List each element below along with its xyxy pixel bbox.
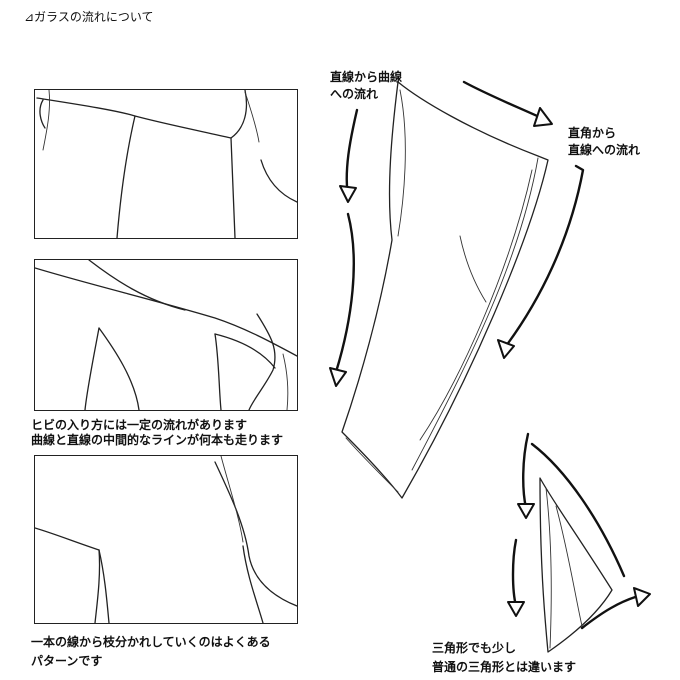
triangle-label-line-1: 三角形でも少し bbox=[432, 641, 517, 655]
branching-note-line-2: パターンです bbox=[31, 654, 103, 668]
flow-arrow-top-right bbox=[462, 80, 548, 122]
page-title: ⊿ガラスの流れについて bbox=[24, 10, 154, 24]
crack-entry-note-line-2: 曲線と直線の中間的なラインが何本も走ります bbox=[31, 433, 284, 447]
flow-arrow-triangle-right bbox=[530, 442, 626, 578]
flow-arrow-left-top bbox=[345, 108, 359, 200]
example-panel-1 bbox=[34, 89, 298, 239]
straight-to-curve-label-line-2: への流れ bbox=[330, 87, 379, 101]
example-panel-2 bbox=[34, 259, 298, 411]
straight-to-curve-label-line-1: 直線から曲線 bbox=[330, 70, 403, 84]
right-angle-label-line-2: 直線への流れ bbox=[568, 143, 641, 157]
flow-arrow-left-bottom bbox=[334, 212, 355, 374]
branching-note-line-1: 一本の線から枝分かれしていくのはよくある bbox=[31, 635, 271, 649]
triangle-label-line-2: 普通の三角形とは違います bbox=[432, 660, 577, 674]
crack-entry-note-line-1: ヒビの入り方には一定の流れがあります bbox=[31, 418, 248, 432]
example-panel-3 bbox=[34, 455, 298, 624]
flow-arrow-right bbox=[504, 164, 585, 348]
flow-arrow-triangle-bottom bbox=[511, 538, 518, 608]
flow-arrow-triangle-left bbox=[522, 432, 530, 510]
right-angle-label-line-1: 直角から bbox=[568, 126, 617, 140]
